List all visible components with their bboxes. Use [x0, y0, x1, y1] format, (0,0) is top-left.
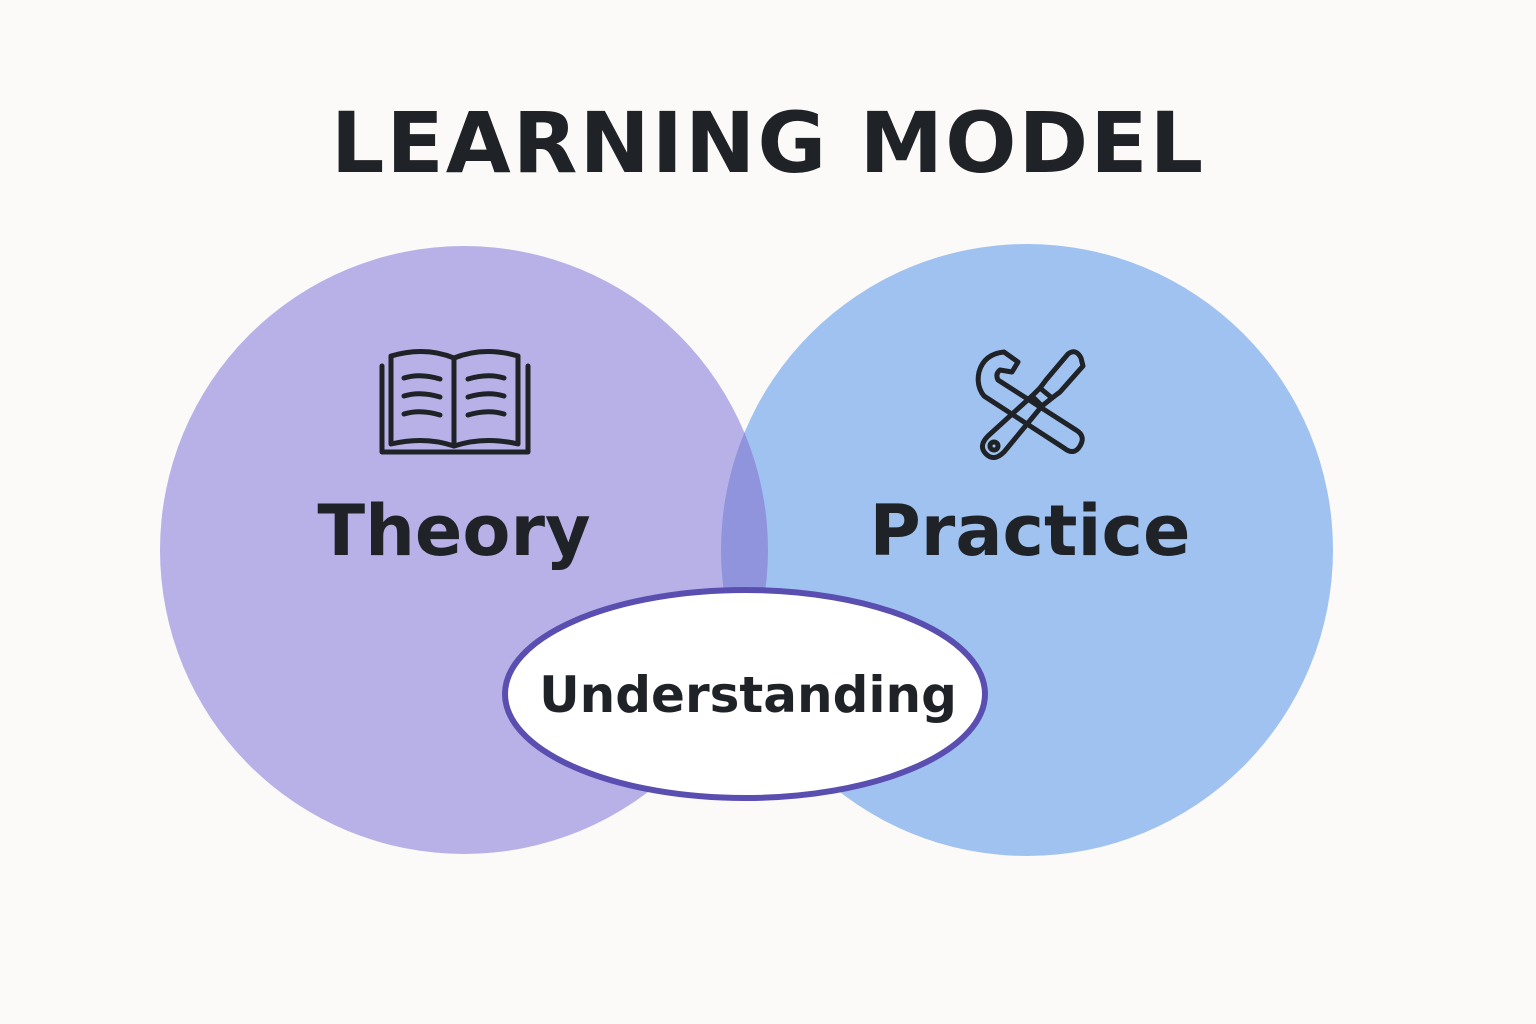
- practice-label: Practice: [869, 490, 1191, 572]
- theory-label: Theory: [317, 490, 591, 572]
- understanding-label: Understanding: [539, 666, 957, 724]
- understanding-ellipse: [502, 587, 988, 801]
- open-book-icon: [379, 348, 531, 455]
- diagram-title: LEARNING MODEL: [330, 94, 1206, 192]
- wrench-screwdriver-icon: [975, 349, 1086, 460]
